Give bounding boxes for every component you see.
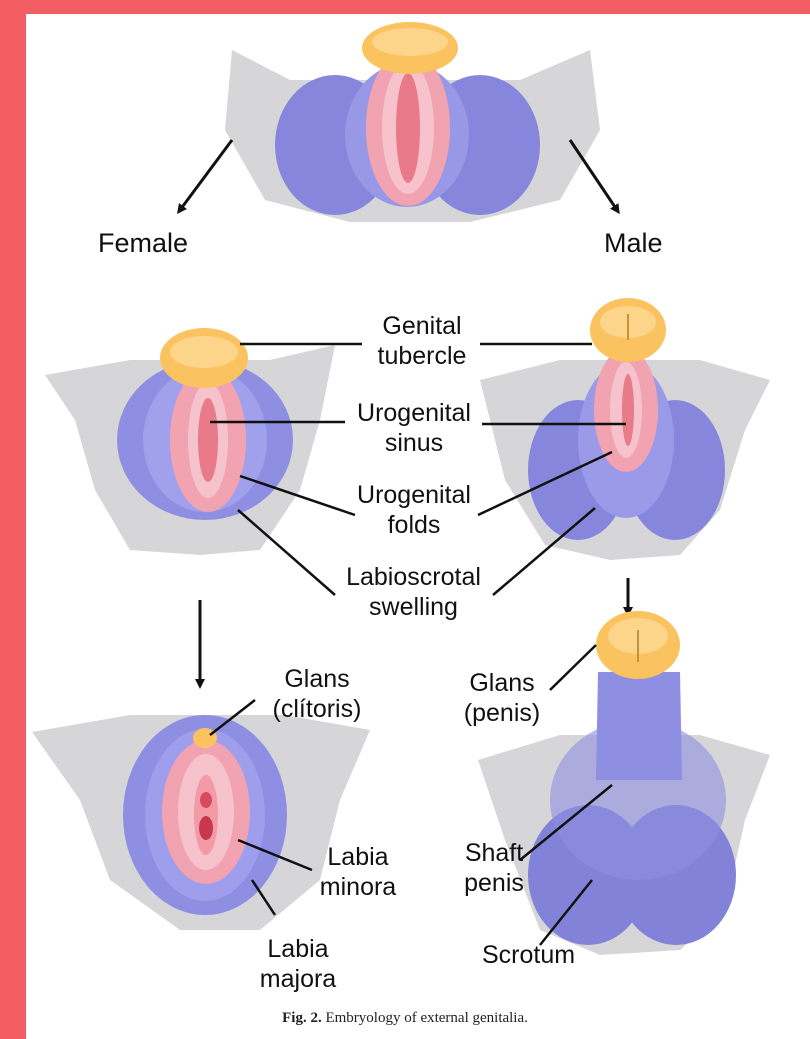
scrotum-label: Scrotum [482,940,575,970]
labia-majora-label: Labia majora [250,934,346,994]
glans-penis-label: Glans (penis) [452,668,552,728]
labia-majora-line2: majora [250,964,346,994]
indifferent-stage-illustration [225,22,600,222]
labioscrotal-swelling-label: Labioscrotal swelling [331,562,496,622]
arrow-to-female [180,140,232,210]
glans-clitoris-line2: (clítoris) [262,694,372,724]
labioscrotal-swelling-line2: swelling [331,592,496,622]
arrow-to-male [570,140,617,210]
urogenital-folds-line1: Urogenital [345,480,483,510]
labia-minora-label: Labia minora [310,842,406,902]
genital-tubercle-line2: tubercle [364,341,480,371]
male-heading: Male [604,228,663,258]
genital-tubercle-line1: Genital [364,311,480,341]
urogenital-sinus-line2: sinus [345,428,483,458]
caption-prefix: Fig. 2. [282,1010,322,1026]
urogenital-sinus-line1: Urogenital [345,398,483,428]
caption-text: Embryology of external genitalia. [325,1010,527,1026]
urogenital-folds-label: Urogenital folds [345,480,483,540]
male-final-illustration [478,611,770,955]
urogenital-folds-line2: folds [345,510,483,540]
female-early-illustration [45,328,335,555]
glans-clitoris-label: Glans (clítoris) [262,664,372,724]
male-early-illustration [480,298,770,560]
glans-penis-line1: Glans [452,668,552,698]
labia-minora-line2: minora [310,872,406,902]
figure-caption: Fig. 2. Embryology of external genitalia… [0,1010,810,1027]
labioscrotal-swelling-line1: Labioscrotal [331,562,496,592]
glans-penis-line2: (penis) [452,698,552,728]
shaft-penis-label: Shaft penis [452,838,536,898]
labia-minora-line1: Labia [310,842,406,872]
genital-tubercle-label: Genital tubercle [364,311,480,371]
glans-clitoris-line1: Glans [262,664,372,694]
shaft-penis-line2: penis [452,868,536,898]
labia-majora-line1: Labia [250,934,346,964]
urogenital-sinus-label: Urogenital sinus [345,398,483,458]
shaft-penis-line1: Shaft [452,838,536,868]
female-heading: Female [98,228,188,258]
